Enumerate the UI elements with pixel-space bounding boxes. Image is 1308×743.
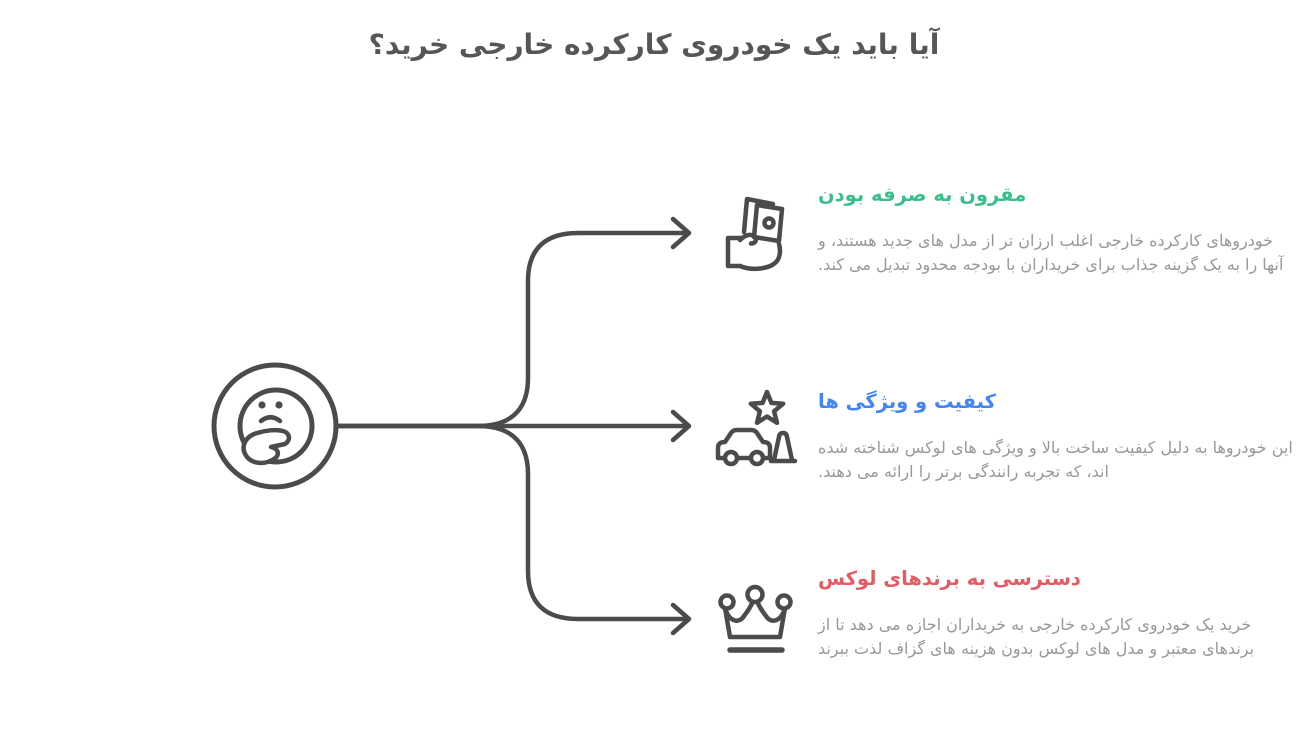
arrow-right-icon	[670, 409, 692, 443]
section-heading: کیفیت و ویژگی ها	[818, 390, 996, 413]
branch-connectors	[334, 216, 692, 636]
section-heading: دسترسی به برندهای لوکس	[818, 567, 1081, 590]
section-body: خودروهای کارکرده خارجی اغلب ارزان تر از …	[818, 231, 1284, 274]
section-quality-features: کیفیت و ویژگی ها این خودروها به دلیل کیف…	[818, 391, 1298, 483]
section-luxury-brands: دسترسی به برندهای لوکس خرید یک خودروی کا…	[818, 568, 1298, 660]
section-body: خرید یک خودروی کارکرده خارجی به خریداران…	[818, 615, 1255, 658]
section-affordability: مقرون به صرفه بودن خودروهای کارکرده خارج…	[818, 184, 1298, 276]
star-car-cone-icon	[715, 389, 798, 467]
arrow-right-icon	[670, 216, 692, 250]
cash-in-hand-icon	[725, 196, 785, 272]
section-body: این خودروها به دلیل کیفیت ساخت بالا و وی…	[818, 438, 1293, 481]
thinking-face-icon	[211, 362, 339, 490]
section-heading: مقرون به صرفه بودن	[818, 183, 1027, 206]
crown-icon	[718, 584, 793, 653]
page-title: آیا باید یک خودروی کارکرده خارجی خرید؟	[368, 28, 940, 61]
arrow-right-icon	[670, 602, 692, 636]
